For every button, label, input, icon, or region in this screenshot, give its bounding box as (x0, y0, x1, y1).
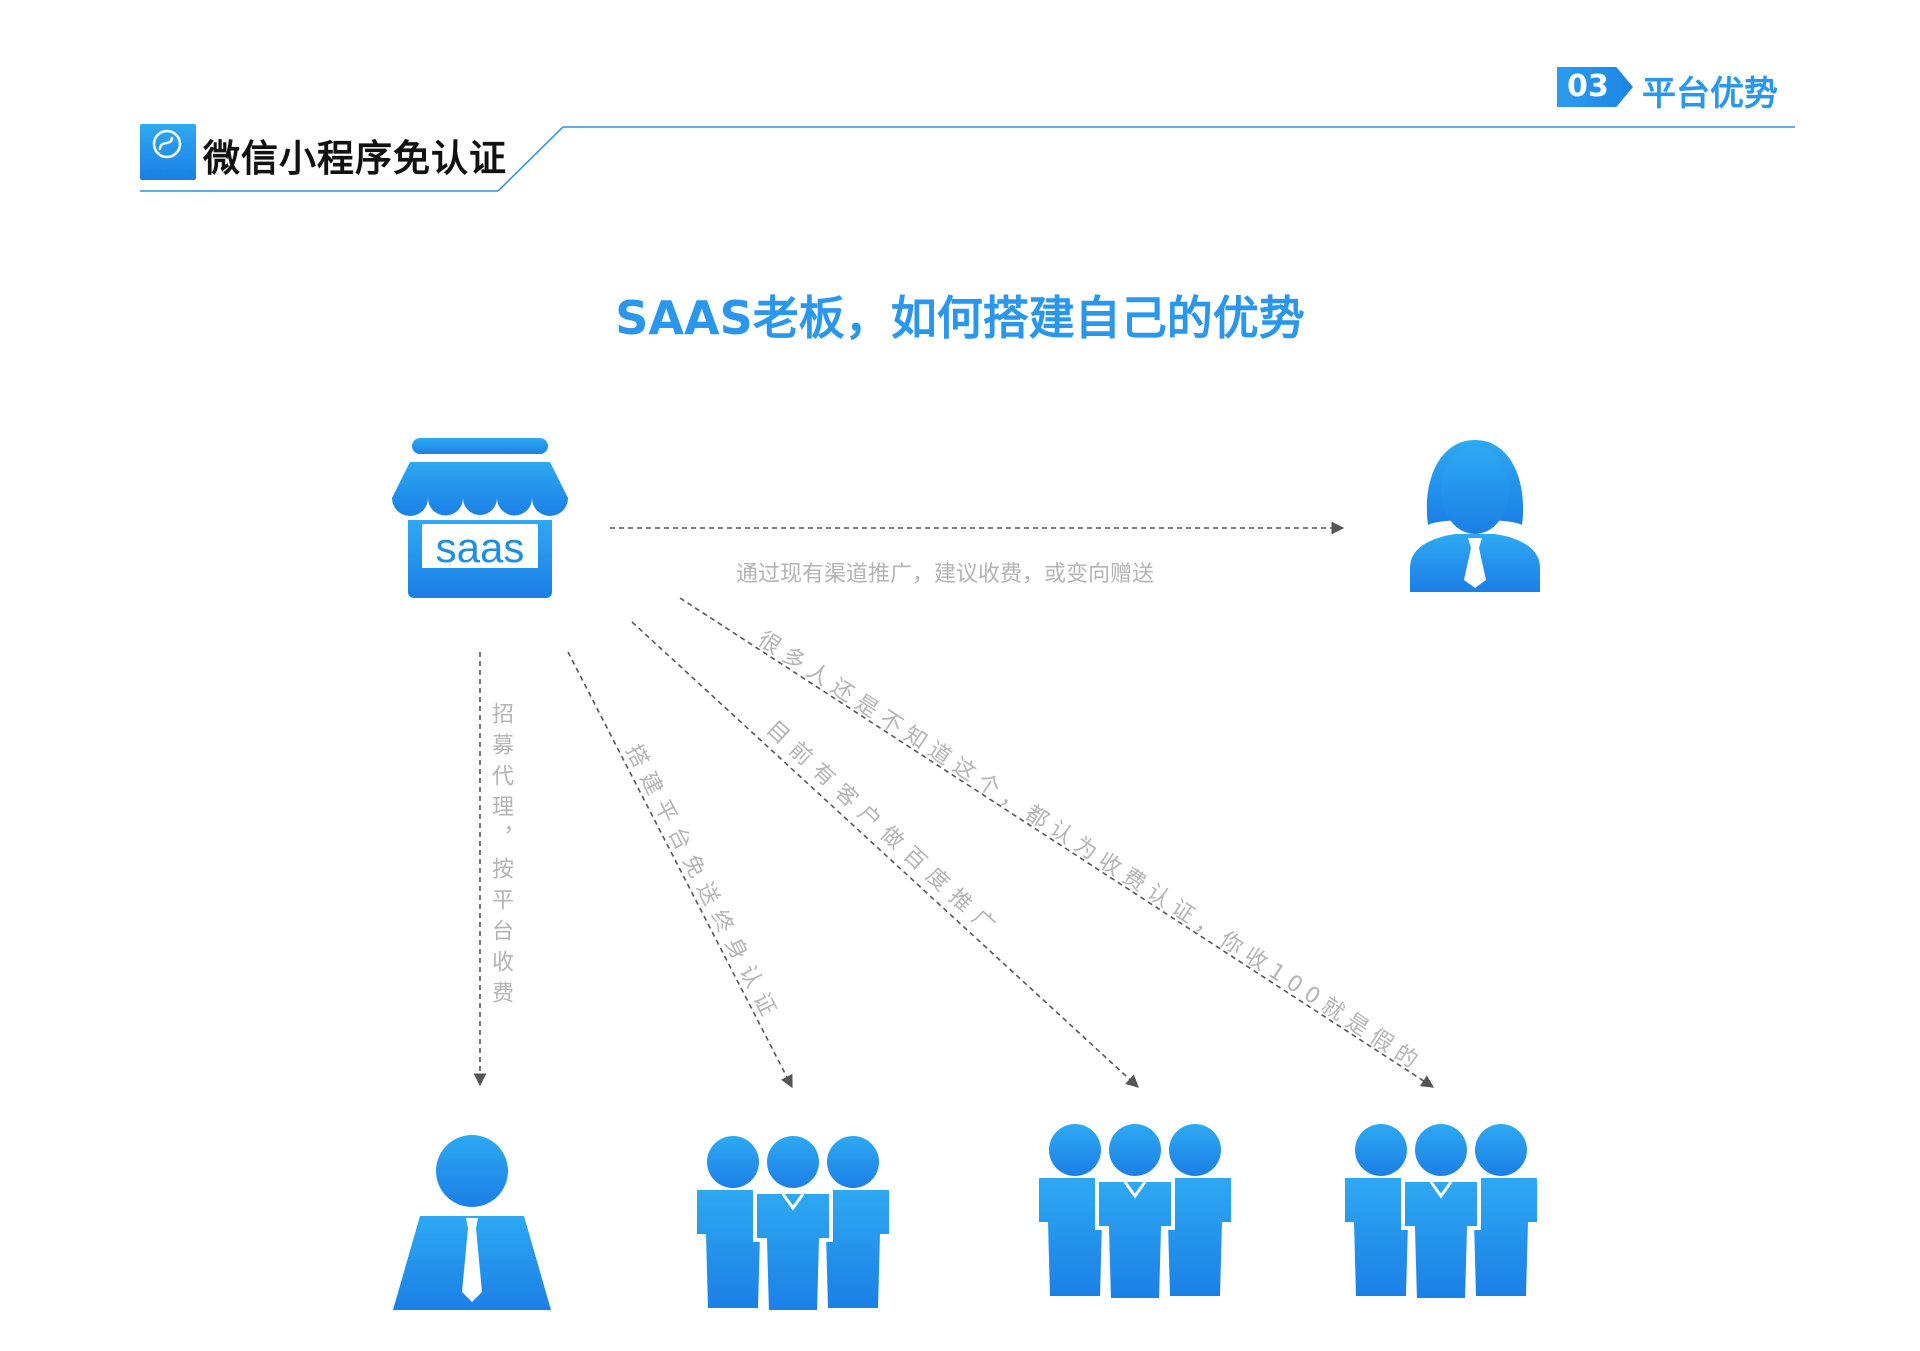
section-title: 平台优势 (1642, 74, 1778, 114)
arrow-to-group-2 (631, 621, 1139, 1088)
arrow-to-group-3 (679, 597, 1435, 1088)
businessman-icon (393, 1135, 551, 1310)
group-icon-2 (1039, 1124, 1231, 1302)
store-sign: saas (436, 524, 525, 571)
group-icon-3 (1345, 1124, 1537, 1302)
mini-program-logo-icon (140, 124, 196, 180)
logo-caption: 小程序免认证费 (141, 169, 195, 178)
businesswoman-icon (1410, 440, 1540, 592)
header-rule (140, 126, 1795, 192)
arrow-label-agent: 招募代理，按平台收费 (488, 702, 513, 1012)
section-number-badge: 03 (1557, 67, 1633, 107)
brand-title: 微信小程序免认证 (203, 137, 507, 180)
arrow-to-group-1 (567, 651, 793, 1089)
arrow-label-customer: 通过现有渠道推广，建议收费，或变向赠送 (736, 562, 1155, 587)
group-icon-1 (697, 1136, 889, 1314)
store-icon (392, 438, 568, 598)
page-title: SAAS老板，如何搭建自己的优势 (615, 291, 1305, 345)
